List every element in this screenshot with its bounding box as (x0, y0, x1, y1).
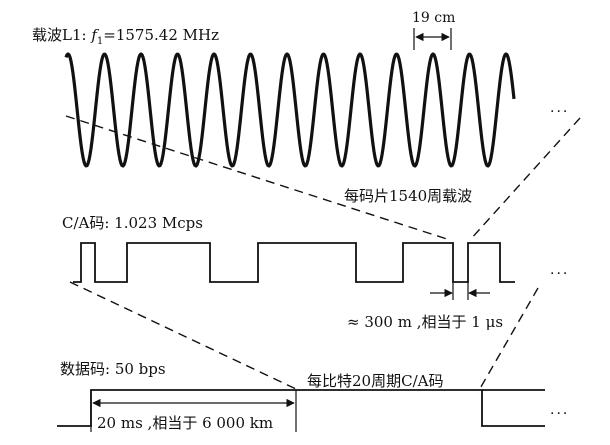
ca-code-wave (73, 242, 515, 283)
data-code-continuation-dots: ... (550, 402, 570, 418)
carrier-wave (64, 52, 516, 168)
bit-width-marker (90, 390, 297, 432)
carrier-label-value: =1575.42 MHz (103, 26, 219, 44)
data-code-label: 数据码: 50 bps (60, 360, 166, 378)
bit-length-label: 20 ms ,相当于 6 000 km (97, 414, 274, 432)
carrier-continuation-dots: ... (550, 100, 570, 116)
dashed-expansion-line-left-2 (69, 281, 297, 390)
wavelength-marker (413, 28, 452, 50)
dashed-expansion-line-left (65, 115, 451, 241)
chip-width-marker (430, 282, 490, 300)
carrier-frequency-subscript: 1 (96, 36, 104, 47)
code-periods-label: 每比特20周期C/A码 (307, 372, 444, 390)
wavelength-label: 19 cm (412, 10, 456, 26)
ca-code-label: C/A码: 1.023 Mcps (62, 214, 203, 232)
chips-per-carrier-label: 每码片1540周载波 (344, 187, 473, 205)
carrier-frequency-symbol: f (91, 26, 97, 44)
data-code-wave (57, 389, 545, 427)
carrier-label: 载波L1: f1=1575.42 MHz (32, 24, 219, 47)
carrier-label-prefix: 载波L1: (32, 26, 92, 44)
ca-code-continuation-dots: ... (550, 262, 570, 278)
dashed-expansion-line-right (469, 117, 581, 241)
dashed-expansion-line-right-2 (477, 287, 539, 393)
chip-length-label: ≈ 300 m ,相当于 1 μs (347, 313, 504, 331)
